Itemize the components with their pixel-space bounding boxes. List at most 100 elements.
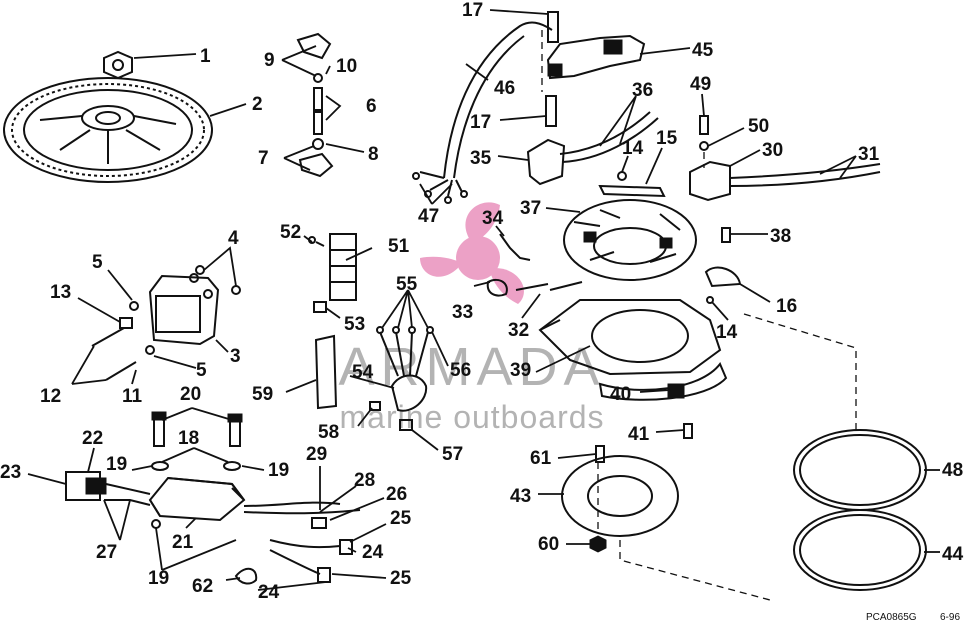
part-bolts-20 bbox=[151, 411, 243, 447]
part-terminal-block bbox=[308, 233, 357, 313]
callout-27: 27 bbox=[96, 542, 117, 563]
callout-7: 7 bbox=[258, 148, 269, 169]
callout-43: 43 bbox=[510, 486, 531, 507]
part-wire-clip bbox=[311, 517, 327, 529]
part-washer-19a bbox=[151, 461, 169, 471]
watermark-propeller-hub bbox=[456, 236, 500, 280]
part-screw-17b bbox=[545, 95, 557, 127]
callout-60: 60 bbox=[538, 534, 559, 555]
callout-46: 46 bbox=[494, 78, 515, 99]
callout-59: 59 bbox=[252, 384, 273, 405]
callout-11: 11 bbox=[122, 386, 143, 407]
watermark-tagline: marine outboards bbox=[339, 399, 604, 435]
part-clip-15 bbox=[598, 184, 666, 198]
callout-20: 20 bbox=[180, 384, 201, 405]
callout-33: 33 bbox=[452, 302, 473, 323]
callout-25-lower: 25 bbox=[390, 568, 412, 589]
part-washer-19b bbox=[223, 461, 241, 471]
callout-36: 36 bbox=[632, 80, 653, 101]
part-terminal-24b bbox=[317, 567, 331, 583]
callout-57: 57 bbox=[442, 444, 463, 465]
callout-32: 32 bbox=[508, 320, 529, 341]
callout-8: 8 bbox=[368, 144, 379, 165]
callout-37: 37 bbox=[520, 198, 541, 219]
part-ring-44 bbox=[793, 509, 927, 591]
callout-14-upper: 14 bbox=[622, 138, 644, 159]
callout-17-lower: 17 bbox=[470, 112, 491, 133]
callout-17-upper: 17 bbox=[462, 0, 483, 21]
callout-51: 51 bbox=[388, 236, 410, 257]
part-trigger-assembly-45 bbox=[546, 34, 646, 80]
callout-1: 1 bbox=[200, 46, 211, 67]
leader-lines bbox=[27, 9, 940, 591]
callout-53: 53 bbox=[344, 314, 365, 335]
part-ring-segment-40 bbox=[598, 362, 728, 401]
part-power-pack bbox=[148, 273, 220, 346]
callout-62: 62 bbox=[192, 576, 213, 597]
callout-25-upper: 25 bbox=[390, 508, 412, 529]
part-spark-plug-boot-upper bbox=[296, 32, 332, 83]
part-washer-5a bbox=[129, 301, 139, 311]
callout-28: 28 bbox=[354, 470, 375, 491]
callout-45: 45 bbox=[692, 40, 714, 61]
part-washer-4b bbox=[231, 285, 241, 295]
part-bracket-59 bbox=[314, 334, 338, 410]
part-screw-17a bbox=[547, 11, 559, 43]
callout-21: 21 bbox=[172, 532, 194, 553]
watermark-propeller-blade-1 bbox=[465, 202, 500, 240]
watermark-propeller-blade-3 bbox=[420, 256, 460, 277]
callout-52: 52 bbox=[280, 222, 301, 243]
part-washer-5b bbox=[145, 345, 155, 355]
part-retainer-plate-39 bbox=[538, 299, 722, 376]
callout-19-right: 19 bbox=[268, 460, 289, 481]
callout-16: 16 bbox=[776, 296, 797, 317]
part-screw-41 bbox=[683, 423, 693, 439]
callout-5-upper: 5 bbox=[92, 252, 103, 273]
part-lead-wires-27 bbox=[104, 499, 151, 506]
part-spark-plug-terminals bbox=[313, 87, 323, 135]
part-flywheel bbox=[3, 77, 213, 183]
callout-54: 54 bbox=[352, 362, 374, 383]
callout-6: 6 bbox=[366, 96, 377, 117]
part-clip-16 bbox=[704, 266, 742, 288]
callout-58: 58 bbox=[318, 422, 339, 443]
part-washer-4a bbox=[195, 265, 205, 275]
callout-35: 35 bbox=[470, 148, 492, 169]
part-segment-block bbox=[667, 383, 685, 399]
callout-29: 29 bbox=[306, 444, 327, 465]
callout-2: 2 bbox=[252, 94, 263, 115]
part-screw-14b bbox=[706, 296, 714, 304]
part-rectifier-30 bbox=[689, 160, 881, 202]
callout-24-bottom: 24 bbox=[258, 582, 280, 603]
callout-56: 56 bbox=[450, 360, 471, 381]
callout-12: 12 bbox=[40, 386, 61, 407]
part-terminal-24a bbox=[339, 539, 353, 555]
callout-39: 39 bbox=[510, 360, 531, 381]
part-washer-50 bbox=[699, 141, 709, 151]
part-ring-plate-43 bbox=[561, 455, 679, 537]
part-coil-wires bbox=[243, 501, 361, 515]
callout-19-left: 19 bbox=[106, 454, 127, 475]
callout-44: 44 bbox=[942, 544, 964, 565]
callout-22: 22 bbox=[82, 428, 103, 449]
watermark-brand: ARMADA bbox=[338, 337, 605, 397]
alignment-dash-ring-plate bbox=[619, 540, 771, 601]
part-linkage-32-33-34 bbox=[486, 233, 583, 297]
part-screw-38 bbox=[721, 227, 731, 243]
callout-18: 18 bbox=[178, 428, 199, 449]
callout-34: 34 bbox=[482, 208, 504, 229]
part-connector bbox=[65, 471, 151, 501]
callout-61: 61 bbox=[530, 448, 552, 469]
callout-13: 13 bbox=[50, 282, 71, 303]
part-stator-plate-37 bbox=[563, 199, 697, 281]
callout-9: 9 bbox=[264, 50, 275, 71]
callout-30: 30 bbox=[762, 140, 783, 161]
part-ring-48 bbox=[793, 429, 927, 511]
diagram-code: PCA0865G bbox=[866, 612, 917, 623]
callout-23: 23 bbox=[0, 462, 21, 483]
part-nut-60 bbox=[589, 535, 607, 553]
callout-4: 4 bbox=[228, 228, 239, 249]
callout-48: 48 bbox=[942, 460, 963, 481]
diagram-date: 6-96 bbox=[940, 612, 960, 623]
